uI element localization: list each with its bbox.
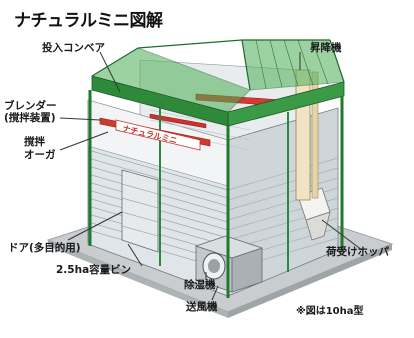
label-auger-1: 撹拌 [24, 136, 45, 148]
label-blender: ブレンダー [4, 100, 57, 112]
scale-note: ※図は10ha型 [296, 306, 364, 317]
frame-columns [88, 90, 344, 298]
elevator-column [295, 69, 311, 201]
leader-lines [59, 51, 363, 301]
label-conveyor: 投入コンベア [42, 42, 105, 54]
door-panel [121, 169, 159, 253]
roof [90, 39, 345, 127]
label-auger-2: オーガ [24, 149, 56, 161]
blower-unit [194, 235, 264, 293]
label-hopper: 荷受けホッパ [326, 246, 389, 258]
label-blower: 送風機 [186, 301, 218, 313]
floor-edge-right [228, 244, 392, 318]
diagram-title: ナチュラルミニ図解 [14, 11, 163, 31]
label-door: ドア(多目的用) [8, 242, 81, 254]
label-elevator: 昇降機 [310, 42, 342, 54]
label-bin: 2.5ha容量ビン [56, 264, 132, 276]
label-blender-sub: (撹拌装置) [4, 112, 56, 124]
label-dehumidifier: 除湿機 [184, 279, 216, 291]
floor-edge-left [48, 240, 228, 318]
brand-sign-plate [115, 119, 201, 151]
